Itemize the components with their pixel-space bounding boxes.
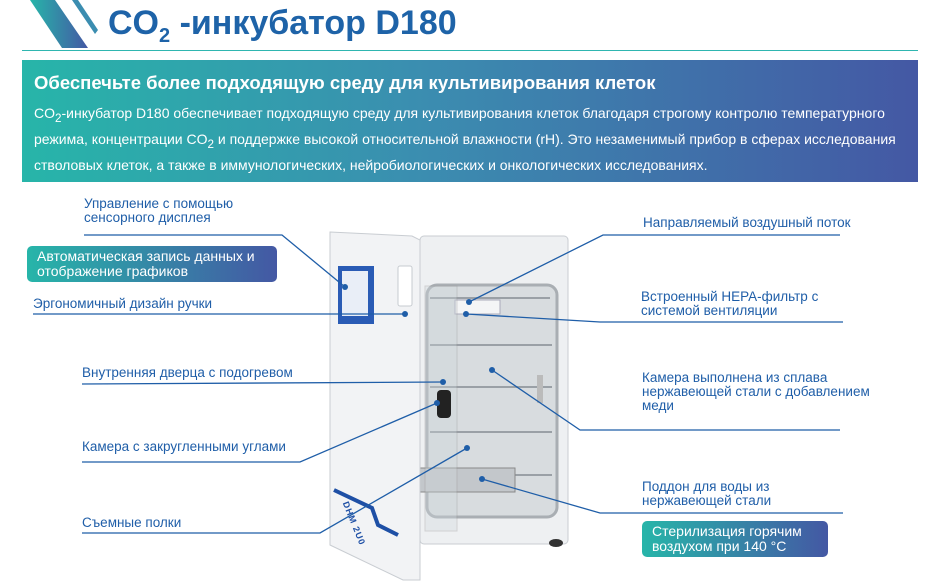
banner-heading: Обеспечьте более подходящую среду для ку…	[34, 72, 656, 93]
page-title: CO2 -инкубатор D180	[108, 4, 457, 47]
callout-handle: Эргономичный дизайн ручки	[33, 296, 213, 311]
banner-text: CO2-инкубатор D180 обеспечивает подходящ…	[34, 105, 896, 173]
callout-heated-inner-door: Внутренняя дверца с подогревом	[82, 365, 293, 380]
callout-rounded-corners: Камера с закругленными углами	[82, 439, 286, 454]
divider	[22, 50, 918, 51]
callout-removable-shelves: Съемные полки	[82, 515, 182, 530]
intro-banner: Обеспечьте более подходящую среду для ку…	[22, 60, 918, 182]
callout-airflow: Направляемый воздушный поток	[643, 215, 851, 230]
logo-stripes-icon	[30, 0, 98, 48]
